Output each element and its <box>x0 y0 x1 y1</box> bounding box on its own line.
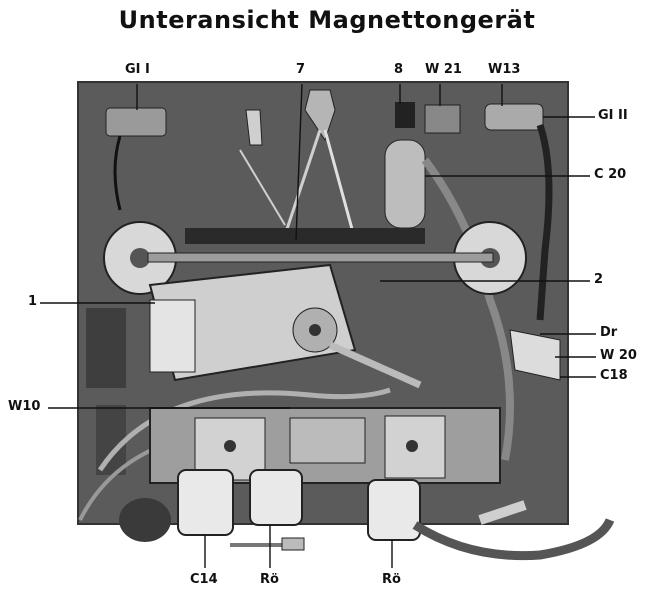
drive-rod <box>147 252 494 263</box>
label-ro-1: Rö <box>260 572 279 587</box>
output-cable <box>412 517 615 561</box>
label-w13: W13 <box>488 62 521 77</box>
tube-ro-2 <box>367 479 421 541</box>
label-gi-right: GI II <box>598 108 628 123</box>
label-w20: W 20 <box>600 348 637 363</box>
label-ro-2: Rö <box>382 572 401 587</box>
label-w10: W10 <box>8 399 41 414</box>
label-1: 1 <box>28 294 38 309</box>
label-c18: C18 <box>600 368 628 383</box>
cable-grommet <box>119 498 171 542</box>
leader-lines <box>40 83 596 568</box>
label-8: 8 <box>394 62 404 77</box>
capacitor-c18 <box>509 329 561 381</box>
label-dr: Dr <box>600 325 618 340</box>
label-c14: C14 <box>190 572 218 587</box>
tube-c14 <box>177 469 234 536</box>
label-2: 2 <box>594 272 604 287</box>
label-c20: C 20 <box>594 167 627 182</box>
connector-gi-right <box>484 103 544 131</box>
capacitor-c20 <box>384 139 426 229</box>
label-gi-left: GI I <box>125 62 150 77</box>
page-title: Unteransicht Magnettongerät <box>118 6 536 34</box>
label-7: 7 <box>296 62 306 77</box>
label-w21: W 21 <box>425 62 462 77</box>
tube-ro-1 <box>249 469 303 526</box>
connector-gi-left <box>105 107 167 137</box>
